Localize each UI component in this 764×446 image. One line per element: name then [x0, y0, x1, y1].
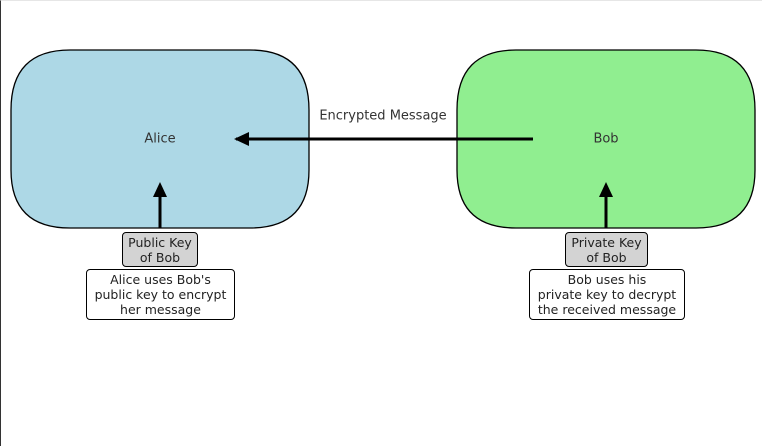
alice-key-arrowhead: [153, 182, 167, 197]
encrypted-message-arrowhead: [234, 132, 249, 146]
public-key-box: Public Key of Bob: [122, 232, 198, 267]
bob-note-box: Bob uses his private key to decrypt the …: [529, 269, 685, 320]
bob-key-arrowhead: [599, 182, 613, 197]
bob-node: [456, 49, 756, 229]
encrypted-message-label: Encrypted Message: [319, 108, 447, 124]
alice-node: [10, 49, 310, 229]
alice-note-box: Alice uses Bob's public key to encrypt h…: [86, 269, 235, 320]
private-key-box: Private Key of Bob: [565, 232, 648, 267]
alice-label: Alice: [144, 131, 176, 147]
bob-label: Bob: [593, 131, 619, 147]
